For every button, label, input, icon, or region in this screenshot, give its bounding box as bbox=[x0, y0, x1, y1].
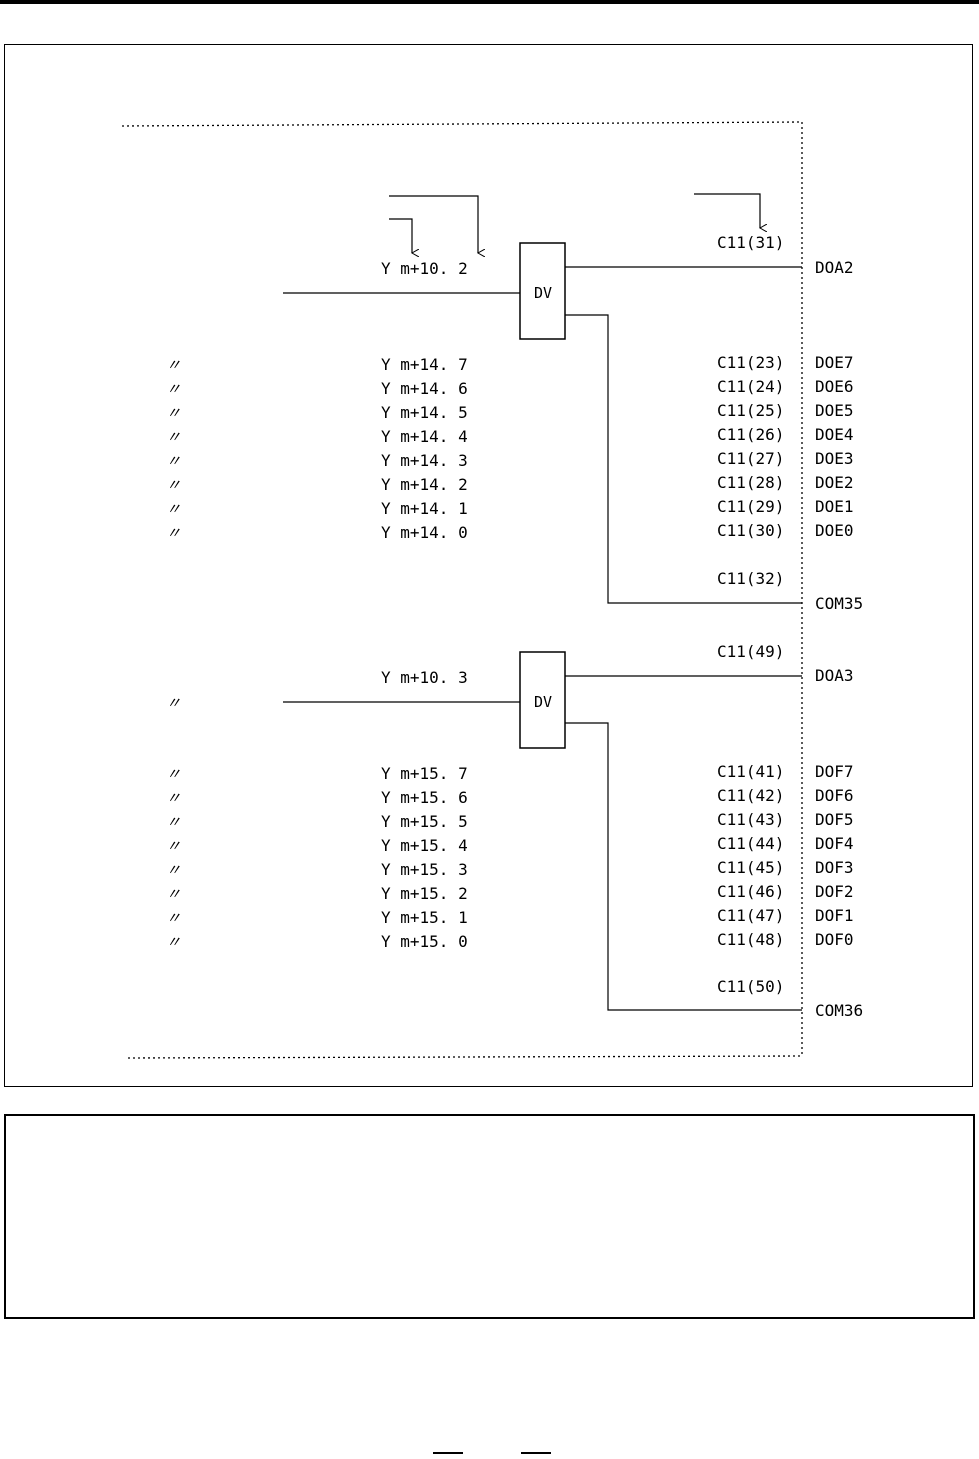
ditto-mark: 〃 bbox=[166, 500, 181, 518]
driver-box-1-label: DV bbox=[534, 284, 552, 302]
y-address: Y m+15. 7 bbox=[381, 764, 468, 783]
y-address: Y m+15. 2 bbox=[381, 884, 468, 903]
connector-pin: C11(46) bbox=[717, 882, 784, 901]
y-address: Y m+14. 3 bbox=[381, 451, 468, 470]
connector-pin: C11(26) bbox=[717, 425, 784, 444]
connector-pin: C11(45) bbox=[717, 858, 784, 877]
connector-pin: C11(47) bbox=[717, 906, 784, 925]
ditto-mark: 〃 bbox=[166, 452, 181, 470]
block-1-output-pin: C11(31) bbox=[717, 233, 784, 252]
connector-pin: C11(42) bbox=[717, 786, 784, 805]
ditto-mark: 〃 bbox=[166, 356, 181, 374]
y-address: Y m+15. 6 bbox=[381, 788, 468, 807]
signal-name: DOE6 bbox=[815, 377, 854, 396]
ditto-mark: 〃 bbox=[166, 789, 181, 807]
connector-pin: C11(30) bbox=[717, 521, 784, 540]
signal-name: DOE5 bbox=[815, 401, 854, 420]
connector-pin: C11(41) bbox=[717, 762, 784, 781]
ditto-mark: 〃 bbox=[166, 933, 181, 951]
ditto-mark: 〃 bbox=[166, 380, 181, 398]
block-2-input-mark: 〃 bbox=[166, 694, 181, 712]
page-top-rule bbox=[0, 0, 979, 4]
ditto-mark: 〃 bbox=[166, 885, 181, 903]
signal-name: DOE4 bbox=[815, 425, 854, 444]
y-address: Y m+14. 7 bbox=[381, 355, 468, 374]
footer-overbar-right bbox=[521, 1452, 551, 1454]
signal-name: DOE3 bbox=[815, 449, 854, 468]
connector-pin: C11(28) bbox=[717, 473, 784, 492]
block-1-output-signal: DOA2 bbox=[815, 258, 854, 277]
y-address: Y m+14. 1 bbox=[381, 499, 468, 518]
signal-name: DOE0 bbox=[815, 521, 854, 540]
ditto-mark: 〃 bbox=[166, 476, 181, 494]
connector-pin: C11(25) bbox=[717, 401, 784, 420]
signal-name: DOF1 bbox=[815, 906, 854, 925]
y-address: Y m+15. 1 bbox=[381, 908, 468, 927]
ditto-mark: 〃 bbox=[166, 428, 181, 446]
signal-name: DOF6 bbox=[815, 786, 854, 805]
group-2-rows: 〃 Y m+15. 7 C11(41) DOF7 〃 Y m+15. 6 C11… bbox=[166, 762, 854, 951]
signal-name: DOF3 bbox=[815, 858, 854, 877]
block-2-common-signal: COM36 bbox=[815, 1001, 863, 1020]
driver-1-common-line bbox=[565, 314, 802, 604]
block-1-input-address: Y m+10. 2 bbox=[381, 259, 468, 278]
block-1-common-signal: COM35 bbox=[815, 594, 863, 613]
ditto-mark: 〃 bbox=[166, 909, 181, 927]
note-box bbox=[4, 1114, 975, 1319]
driver-box-1 bbox=[519, 242, 566, 340]
y-address: Y m+14. 5 bbox=[381, 403, 468, 422]
signal-name: DOE2 bbox=[815, 473, 854, 492]
signal-name: DOF7 bbox=[815, 762, 854, 781]
y-address: Y m+14. 0 bbox=[381, 523, 468, 542]
signal-name: DOE1 bbox=[815, 497, 854, 516]
ditto-mark: 〃 bbox=[166, 813, 181, 831]
ditto-mark: 〃 bbox=[166, 404, 181, 422]
connector-pin: C11(44) bbox=[717, 834, 784, 853]
signal-name: DOF0 bbox=[815, 930, 854, 949]
address-arrow-leader-inner bbox=[389, 218, 412, 253]
block-2-output-pin: C11(49) bbox=[717, 642, 784, 661]
connector-pin: C11(23) bbox=[717, 353, 784, 372]
ditto-mark: 〃 bbox=[166, 861, 181, 879]
y-address: Y m+15. 4 bbox=[381, 836, 468, 855]
block-2-output-signal: DOA3 bbox=[815, 666, 854, 685]
connector-pin: C11(29) bbox=[717, 497, 784, 516]
block-2-common-pin: C11(50) bbox=[717, 977, 784, 996]
boundary-top bbox=[121, 121, 803, 127]
driver-2-common-line bbox=[565, 722, 802, 1011]
connector-pin: C11(27) bbox=[717, 449, 784, 468]
connector-pin: C11(48) bbox=[717, 930, 784, 949]
signal-name: DOF5 bbox=[815, 810, 854, 829]
signal-name: DOF2 bbox=[815, 882, 854, 901]
pin-arrow-leader bbox=[694, 193, 760, 228]
footer-overbar-left bbox=[433, 1452, 463, 1454]
y-address: Y m+15. 5 bbox=[381, 812, 468, 831]
ditto-mark: 〃 bbox=[166, 765, 181, 783]
y-address: Y m+14. 4 bbox=[381, 427, 468, 446]
y-address: Y m+14. 2 bbox=[381, 475, 468, 494]
driver-box-2-label: DV bbox=[534, 693, 552, 711]
ditto-mark: 〃 bbox=[166, 524, 181, 542]
y-address: Y m+15. 0 bbox=[381, 932, 468, 951]
y-address: Y m+14. 6 bbox=[381, 379, 468, 398]
signal-name: DOE7 bbox=[815, 353, 854, 372]
connector-pin: C11(43) bbox=[717, 810, 784, 829]
block-2-input-address: Y m+10. 3 bbox=[381, 668, 468, 687]
y-address: Y m+15. 3 bbox=[381, 860, 468, 879]
block-1-common-pin: C11(32) bbox=[717, 569, 784, 588]
driver-box-2 bbox=[519, 651, 566, 749]
boundary-bottom bbox=[127, 1055, 803, 1059]
diagram-frame bbox=[4, 44, 973, 1087]
ditto-mark: 〃 bbox=[166, 837, 181, 855]
connector-pin: C11(24) bbox=[717, 377, 784, 396]
address-arrow-leader-outer bbox=[389, 195, 478, 253]
signal-name: DOF4 bbox=[815, 834, 854, 853]
group-1-rows: 〃 Y m+14. 7 C11(23) DOE7 〃 Y m+14. 6 C11… bbox=[166, 353, 854, 542]
